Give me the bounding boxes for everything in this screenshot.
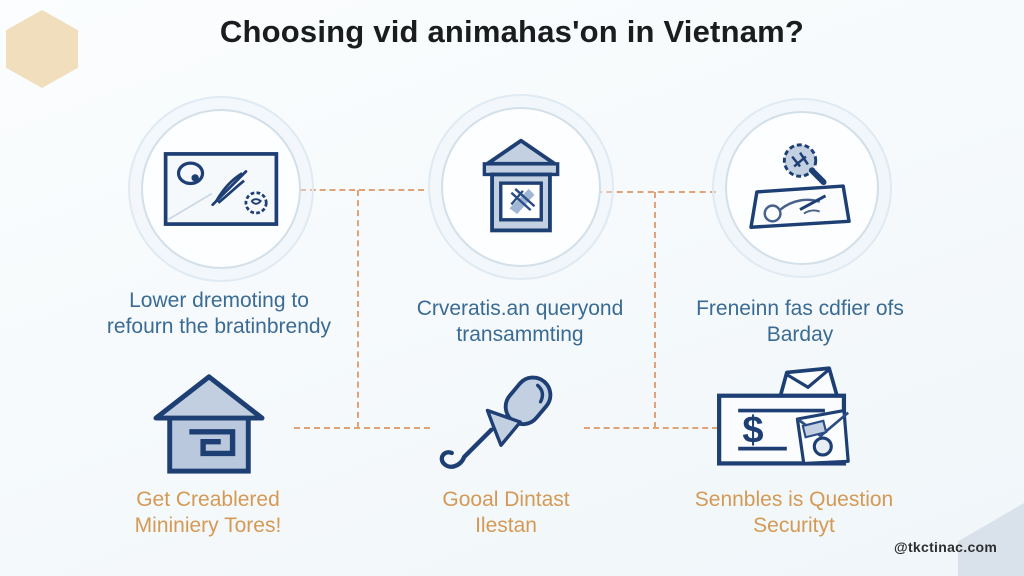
envelope-stamp-icon: [163, 152, 279, 226]
circle-badge-3: [712, 98, 892, 278]
connector-dashed-left-vertical: [357, 190, 359, 428]
house-icon: [153, 374, 265, 474]
caption-bottom-2-line2: Ilestan: [475, 514, 537, 538]
ballot-box-icon: [482, 138, 560, 233]
caption-bottom-3-line2: Securityt: [753, 514, 835, 538]
caption-top-2-line1: Crveratis.an queryond: [416, 297, 624, 320]
connector-dashed-left-top: [300, 189, 424, 191]
hexagon-decoration-bottom-right: [958, 492, 1024, 576]
caption-top-2-line2: transammting: [456, 323, 584, 347]
hook-tool-icon: [439, 375, 553, 469]
caption-bottom-3: Sennbles is Question Securityt: [648, 487, 940, 539]
caption-bottom-1-line1: Get Creablered: [136, 488, 280, 511]
connector-dashed-right-vertical: [654, 192, 656, 428]
connector-dashed-left-bottom: [294, 427, 430, 429]
circle-badge-2: [428, 94, 614, 280]
caption-bottom-3-line1: Sennbles is Question: [694, 488, 894, 511]
connector-dashed-right-top: [596, 191, 716, 193]
circle-badge-2-inner: [441, 107, 601, 267]
caption-bottom-1-line2: Mininiery Tores!: [134, 514, 282, 538]
stamp-document-icon: [749, 143, 851, 229]
caption-bottom-2-line1: Gooal Dintast: [442, 488, 570, 511]
caption-top-1-line1: Lower dremoting to: [129, 289, 309, 312]
circle-badge-3-inner: [725, 111, 879, 265]
dollar-symbol: $: [742, 409, 763, 451]
watermark-text: @tkctinac.com: [894, 539, 998, 555]
caption-top-3-line2: Barday: [766, 323, 834, 347]
caption-top-1: Lower dremoting to refourn the bratinbre…: [64, 288, 374, 340]
dollar-check-icon: $: [717, 366, 850, 466]
page-title: Choosing vid animahas'on in Vietnam?: [219, 14, 805, 49]
caption-top-2: Crveratis.an queryond transammting: [372, 296, 668, 348]
caption-top-3-line1: Freneinn fas cdfier ofs: [696, 297, 904, 320]
circle-badge-1: [128, 96, 314, 282]
caption-top-3: Freneinn fas cdfier ofs Barday: [650, 296, 950, 348]
caption-bottom-2: Gooal Dintast Ilestan: [382, 487, 630, 539]
caption-bottom-1: Get Creablered Mininiery Tores!: [70, 487, 346, 539]
connector-dashed-right-bottom: [584, 427, 718, 429]
circle-badge-1-inner: [141, 109, 301, 269]
caption-top-1-line2: refourn the bratinbrendy: [106, 315, 332, 339]
